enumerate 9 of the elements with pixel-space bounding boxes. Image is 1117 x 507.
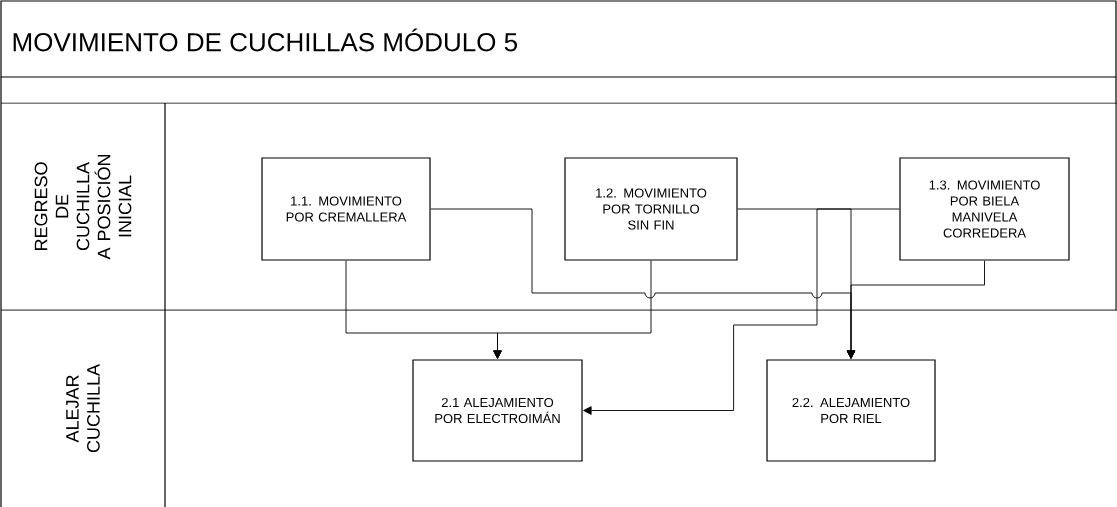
arrow bbox=[493, 260, 652, 359]
title: MOVIMIENTO DE CUCHILLAS MÓDULO 5 bbox=[13, 28, 517, 52]
arrow bbox=[846, 260, 985, 359]
process-box: 2.1 ALEJAMIENTO POR ELECTROIMÁN bbox=[412, 359, 583, 462]
process-box: 1.2. MOVIMIENTO POR TORNILLO SIN FIN bbox=[564, 157, 738, 261]
process-box: 1.1. MOVIMIENTO POR CREMALLERA bbox=[261, 157, 431, 261]
arrow bbox=[583, 208, 900, 415]
process-box: 2.2. ALEJAMIENTO POR RIEL bbox=[766, 359, 936, 462]
process-box: 1.3. MOVIMIENTO POR BIELA MANIVELA CORREDERA bbox=[899, 157, 1070, 261]
